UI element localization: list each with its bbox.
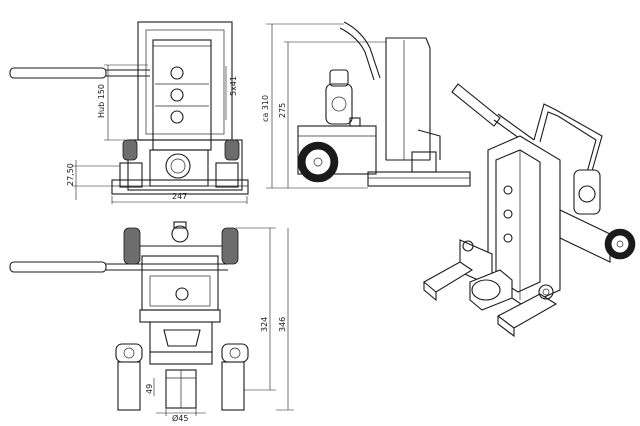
side-view-body <box>297 125 377 175</box>
lift-hole <box>170 88 184 102</box>
dim-diameter-45: Ø45 <box>172 413 188 423</box>
dim-height-324: 324 <box>260 317 269 332</box>
dim-lift-5x41: 5x41 <box>229 76 238 96</box>
side-view <box>297 21 471 187</box>
dim-width-247: 247 <box>172 192 187 201</box>
dim-height-27-50: 27,50 <box>66 163 75 186</box>
dim-height-346: 346 <box>278 317 287 332</box>
top-view-handle <box>9 261 107 273</box>
top-view-wheel-right <box>221 227 239 265</box>
dim-height-275: 275 <box>278 103 287 118</box>
top-view-wheel-left <box>123 227 141 265</box>
dim-stroke-150: Hub 150 <box>97 84 106 118</box>
front-view-ram <box>165 153 191 179</box>
iso-leg-right <box>496 293 558 329</box>
front-view-wheel-right <box>224 139 240 161</box>
iso-leg-left <box>423 261 474 293</box>
top-view <box>9 221 249 411</box>
front-view <box>9 21 249 195</box>
isometric-view <box>423 83 636 338</box>
side-view-pump <box>325 83 353 125</box>
front-view-handle <box>9 67 107 79</box>
iso-toe <box>469 269 513 311</box>
side-view-mast <box>385 37 431 161</box>
front-view-dimensions: Hub 150 5x41 27,50 247 <box>66 64 248 204</box>
top-view-ram <box>163 329 201 347</box>
dim-pin-49: 49 <box>145 384 154 394</box>
front-view-wheel-left <box>122 139 138 161</box>
dim-height-ca-310: ca 310 <box>261 95 270 122</box>
side-view-handle <box>343 21 381 79</box>
front-view-inner-column <box>152 39 212 151</box>
side-view-dimensions: ca 310 275 <box>261 23 386 189</box>
side-view-base <box>367 171 471 187</box>
iso-handle <box>451 83 501 127</box>
top-view-dimensions: 324 346 49 Ø45 <box>145 227 294 423</box>
front-view-base <box>111 179 249 195</box>
lift-hole <box>170 110 184 124</box>
lift-hole <box>170 66 184 80</box>
